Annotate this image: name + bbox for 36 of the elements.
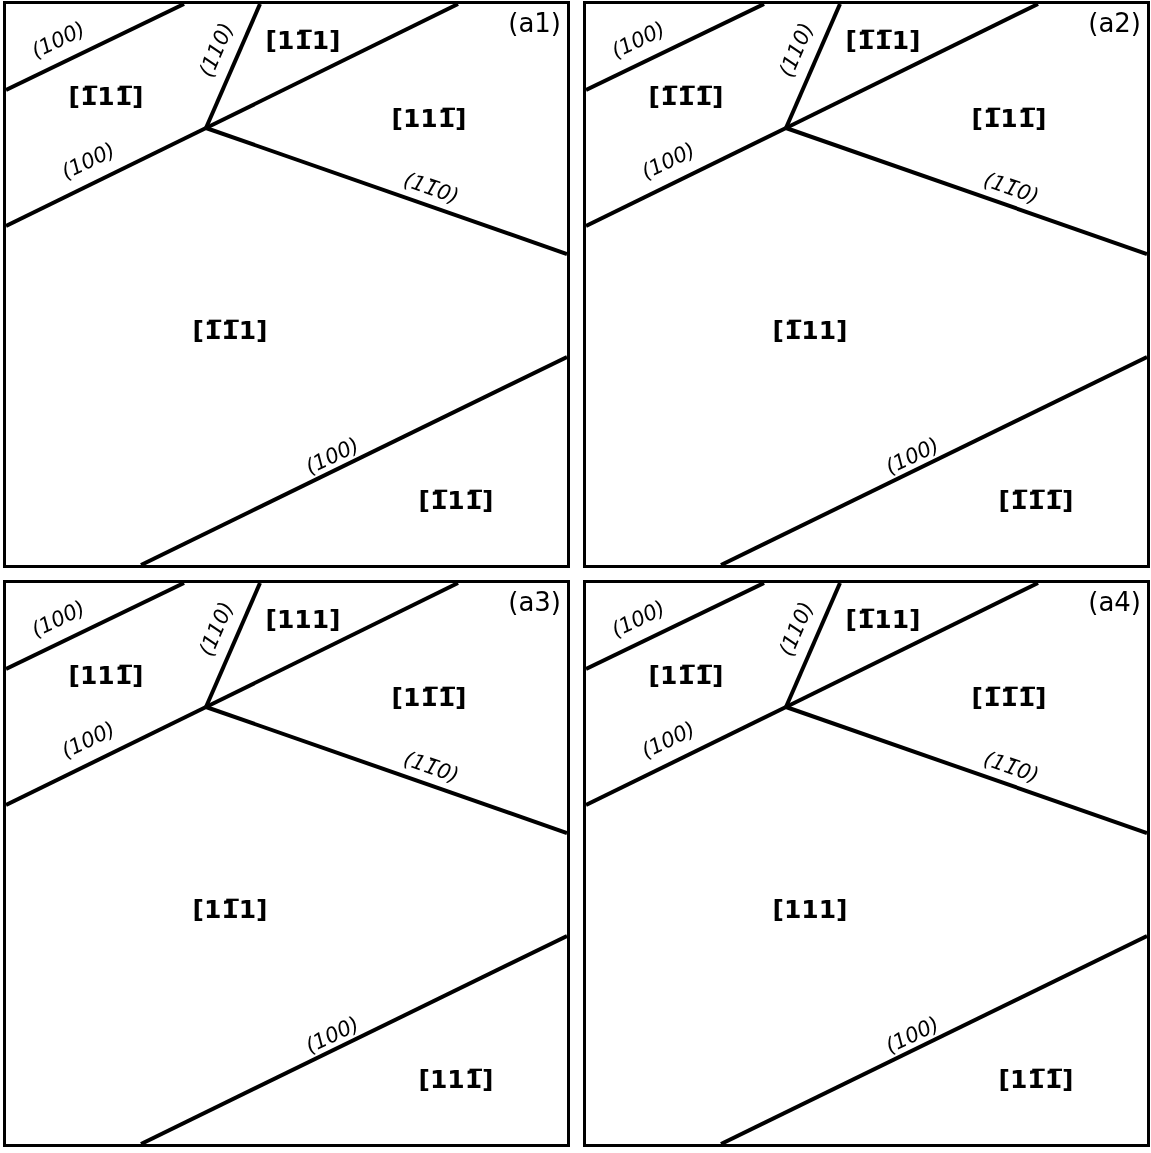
direction-label: [11̅1̅] bbox=[648, 660, 724, 690]
panel-label: (a4) bbox=[1088, 587, 1141, 617]
panel-label: (a3) bbox=[508, 587, 561, 617]
direction-label: [11̅1] bbox=[192, 894, 268, 924]
direction-label: [111̅] bbox=[391, 103, 467, 133]
direction-label: [1̅1̅1] bbox=[845, 25, 921, 55]
direction-label: [111̅] bbox=[68, 660, 144, 690]
direction-label: [11̅1̅] bbox=[391, 682, 467, 712]
direction-label: [111] bbox=[265, 604, 341, 634]
panel-label: (a2) bbox=[1088, 8, 1141, 38]
direction-label: [1̅11] bbox=[845, 604, 921, 634]
direction-label: [1̅11] bbox=[772, 315, 848, 345]
plane-label: (110) bbox=[194, 598, 239, 660]
direction-label: [1̅11̅] bbox=[418, 485, 494, 515]
plane-label: (11̅0) bbox=[980, 167, 1042, 209]
plane-label: (110) bbox=[774, 598, 819, 660]
panel-frame bbox=[583, 1, 1150, 568]
plane-label: (11̅0) bbox=[400, 167, 462, 209]
panel-frame bbox=[3, 1, 570, 568]
direction-label: [1̅1̅1̅] bbox=[971, 682, 1047, 712]
direction-label: [111̅] bbox=[418, 1064, 494, 1094]
panel-label: (a1) bbox=[508, 8, 561, 38]
plane-label: (11̅0) bbox=[400, 746, 462, 788]
direction-label: [1̅11̅] bbox=[971, 103, 1047, 133]
direction-label: [111] bbox=[772, 894, 848, 924]
direction-label: [1̅1̅1̅] bbox=[998, 485, 1074, 515]
direction-label: [11̅1̅] bbox=[998, 1064, 1074, 1094]
plane-label: (110) bbox=[774, 19, 819, 81]
direction-label: [1̅1̅1] bbox=[192, 315, 268, 345]
plane-label: (110) bbox=[194, 19, 239, 81]
panel-frame bbox=[583, 580, 1150, 1147]
direction-label: [1̅11̅] bbox=[68, 81, 144, 111]
direction-label: [11̅1] bbox=[265, 25, 341, 55]
direction-label: [1̅1̅1̅] bbox=[648, 81, 724, 111]
plane-label: (11̅0) bbox=[980, 746, 1042, 788]
panel-frame bbox=[3, 580, 570, 1147]
